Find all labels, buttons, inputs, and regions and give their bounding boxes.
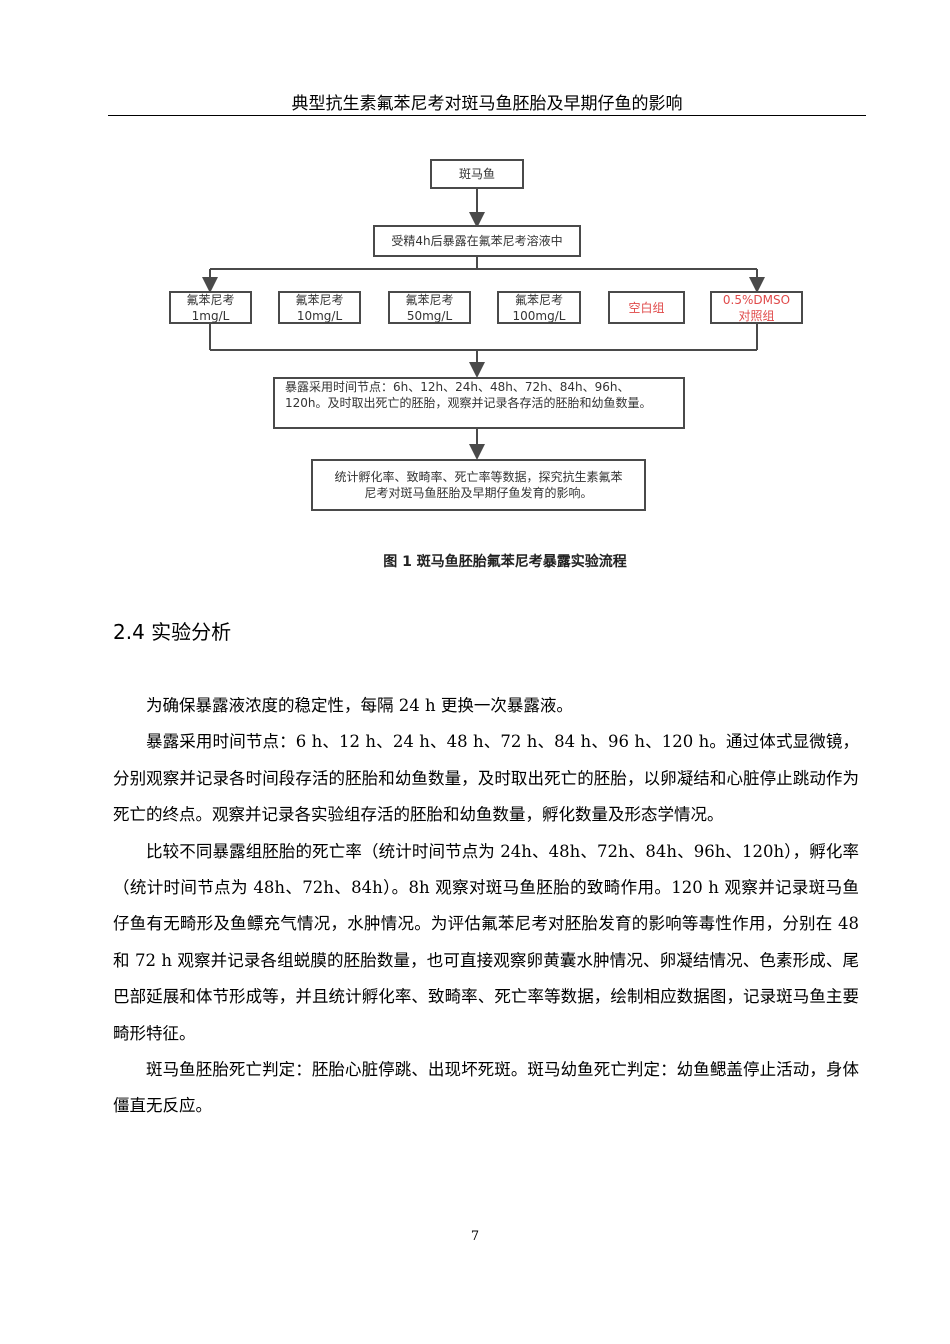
paragraph: 暴露采用时间节点：6 h、12 h、24 h、48 h、72 h、84 h、96…: [113, 732, 859, 825]
box-zebrafish: 斑马鱼: [430, 159, 524, 189]
box-group-dmso: 0.5%DMSO 对照组: [710, 291, 803, 324]
box-group-50mg: 氟苯尼考 50mg/L: [388, 291, 471, 324]
box-statistics: 统计孵化率、致畸率、死亡率等数据，探究抗生素氟苯 尼考对斑马鱼胚胎及早期仔鱼发育…: [311, 459, 646, 511]
paragraph: 为确保暴露液浓度的稳定性，每隔 24 h 更换一次暴露液。: [146, 696, 573, 715]
group-concentration: 50mg/L: [406, 308, 453, 323]
paragraph: 斑马鱼胚胎死亡判定：胚胎心脏停跳、出现坏死斑。斑马幼鱼死亡判定：幼鱼鳃盖停止活动…: [113, 1060, 859, 1116]
group-name: 空白组: [628, 300, 665, 315]
body-text: 为确保暴露液浓度的稳定性，每隔 24 h 更换一次暴露液。 暴露采用时间节点：6…: [113, 688, 859, 1125]
group-name: 0.5%DMSO: [722, 292, 791, 307]
timepoints-line-2: 120h。及时取出死亡的胚胎，观察并记录各存活的胚胎和幼鱼数量。: [285, 396, 652, 410]
box-zebrafish-label: 斑马鱼: [458, 167, 495, 181]
group-concentration: 100mg/L: [512, 308, 566, 323]
group-name: 氟苯尼考: [514, 292, 563, 307]
box-group-1mg: 氟苯尼考 1mg/L: [169, 291, 252, 324]
group-concentration: 对照组: [738, 308, 775, 323]
group-name: 氟苯尼考: [186, 292, 235, 307]
page-header-title: 典型抗生素氟苯尼考对斑马鱼胚胎及早期仔鱼的影响: [108, 93, 866, 116]
timepoints-line-1: 暴露采用时间节点：6h、12h、24h、48h、72h、84h、96h、: [285, 380, 630, 394]
box-timepoints: 暴露采用时间节点：6h、12h、24h、48h、72h、84h、96h、 120…: [273, 377, 685, 429]
figure-caption: 图 1 斑马鱼胚胎氟苯尼考暴露实验流程: [383, 554, 627, 570]
group-concentration: 10mg/L: [296, 308, 343, 323]
box-group-100mg: 氟苯尼考 100mg/L: [497, 291, 581, 324]
group-name: 氟苯尼考: [405, 292, 454, 307]
page-number: 7: [470, 1229, 480, 1244]
statistics-line-2: 尼考对斑马鱼胚胎及早期仔鱼发育的影响。: [364, 486, 593, 500]
statistics-line-1: 统计孵化率、致畸率、死亡率等数据，探究抗生素氟苯: [334, 470, 623, 484]
paragraph: 比较不同暴露组胚胎的死亡率（统计时间节点为 24h、48h、72h、84h、96…: [113, 841, 859, 1043]
box-exposure-label: 受精4h后暴露在氟苯尼考溶液中: [391, 234, 563, 248]
box-group-10mg: 氟苯尼考 10mg/L: [278, 291, 361, 324]
group-concentration: 1mg/L: [191, 308, 230, 323]
section-heading: 2.4 实验分析: [113, 620, 232, 644]
box-group-blank: 空白组: [608, 291, 685, 324]
group-name: 氟苯尼考: [295, 292, 344, 307]
box-exposure: 受精4h后暴露在氟苯尼考溶液中: [373, 225, 581, 257]
